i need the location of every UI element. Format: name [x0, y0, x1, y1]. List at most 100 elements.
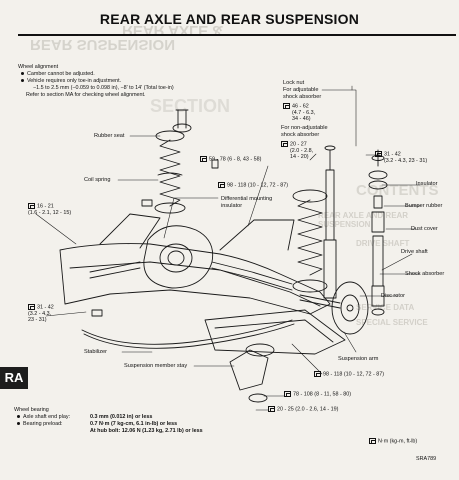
bolts — [91, 159, 219, 317]
torque-wrench-icon — [375, 151, 382, 158]
torque-5-detail-2: 34 - 46) — [292, 116, 311, 123]
torque-4-detail-1: (3.2 - 4.3, — [28, 310, 52, 317]
member-stay — [229, 343, 275, 403]
wheel-alignment-line-3: −1.5 to 2.5 mm (−0.059 to 0.098 in), −8'… — [33, 85, 174, 91]
torque-6-detail-2: 14 - 20) — [290, 154, 309, 161]
label-disc-rotor: Disc rotor — [381, 293, 405, 299]
torque-1: 59 - 78 (6 - 8, 43 - 58) — [200, 156, 261, 163]
torque-wrench-icon — [284, 391, 291, 398]
label-for-adjustable: For adjustable — [283, 87, 319, 93]
wheel-alignment-heading: Wheel alignment — [18, 64, 59, 70]
torque-9: 78 - 108 (8 - 11, 58 - 80) — [284, 391, 351, 398]
label-shock-absorber-nonadj: shock absorber — [281, 132, 320, 138]
torque-wrench-icon — [268, 406, 275, 413]
bleed-through-toc-4: SPECIAL SERVICE — [356, 318, 428, 327]
label-stabilizer: Stabilizer — [84, 349, 108, 355]
torque-2: 98 - 118 (10 - 12, 72 - 87) — [218, 182, 288, 189]
torque-4: 31 - 42(3.2 - 4.3,23 - 31) — [28, 304, 54, 324]
right-shock-assembly — [368, 149, 388, 316]
torque-wrench-icon — [283, 103, 290, 110]
bullet-icon — [17, 415, 20, 419]
label-shock-absorber-adj: shock absorber — [283, 94, 322, 100]
wheel-alignment-line-4: Refer to section MA for checking wheel a… — [26, 92, 146, 98]
bleed-through-toc-1: REAR AXLE AND REAR SUSPENSION — [318, 211, 409, 229]
wheel-alignment-line-1-text: Camber cannot be adjusted. — [27, 71, 95, 77]
wheel-alignment-line-1: Camber cannot be adjusted. — [21, 71, 95, 78]
torque-wrench-icon — [314, 371, 321, 378]
bleed-through-section: SECTION — [150, 96, 231, 116]
section-tab: RA — [0, 367, 28, 389]
label-rubber-seat: Rubber seat — [94, 133, 125, 139]
torque-wrench-icon — [218, 182, 225, 189]
torque-legend: N·m (kg-m, ft-lb) — [369, 438, 417, 445]
torque-8: 98 - 118 (10 - 12, 72 - 87) — [314, 371, 384, 378]
wheel-bearing-heading: Wheel bearing — [14, 407, 49, 413]
torque-4-detail-2: 23 - 31) — [28, 317, 47, 324]
torque-wrench-icon — [281, 141, 288, 148]
label-differential-mounting: Differential mounting — [221, 196, 273, 202]
center-coil-spring — [292, 189, 328, 293]
bleed-through-toc-3: SERVICE DATA — [356, 303, 415, 312]
label-shock-absorber: Shock absorber — [405, 271, 445, 277]
disc-rotor — [299, 281, 369, 335]
left-coil-spring — [154, 130, 186, 214]
torque-10-text: 20 - 25 (2.0 - 2.6, 14 - 19) — [277, 406, 339, 413]
wheel-bearing-row-2-value: 0.7 N·m (7 kg-cm, 6.1 in-lb) or less — [90, 421, 178, 427]
torque-10: 20 - 25 (2.0 - 2.6, 14 - 19) — [268, 406, 338, 413]
label-lock-nut: Lock nut — [283, 80, 305, 86]
page-title: REAR AXLE AND REAR SUSPENSION — [99, 11, 360, 27]
torque-3-value: 16 - 21 — [37, 203, 54, 210]
bullet-icon — [17, 422, 20, 426]
torque-wrench-icon — [28, 203, 35, 210]
label-bumper-rubber: Bumper rubber — [405, 203, 443, 209]
torque-wrench-icon — [28, 304, 35, 311]
figure-code: SRA789 — [416, 456, 437, 462]
wheel-bearing-row-1-label-text: Axle shaft end play: — [23, 414, 71, 420]
suspension-arm — [204, 309, 346, 355]
stabilizer-bar — [81, 319, 295, 349]
torque-5: 46 - 62(4.7 - 6.3,34 - 46) — [283, 103, 315, 123]
label-suspension-arm: Suspension arm — [338, 356, 379, 362]
label-coil-spring: Coil spring — [84, 177, 111, 183]
torque-7-detail: (3.2 - 4.3, 23 - 31) — [384, 157, 428, 164]
torque-3-detail: (1.6 - 2.1, 12 - 15) — [28, 209, 72, 216]
left-upper-insulator — [172, 109, 192, 133]
torque-wrench-icon — [369, 438, 376, 445]
torque-4-value: 31 - 42 — [37, 304, 54, 311]
label-for-non-adjustable: For non-adjustable — [281, 125, 328, 131]
torque-5-detail-1: (4.7 - 6.3, — [292, 109, 316, 116]
bullet-icon — [21, 79, 24, 83]
torque-8-text: 98 - 118 (10 - 12, 72 - 87) — [323, 371, 385, 378]
wheel-alignment-line-2: Vehicle requires only toe-in adjustment. — [21, 78, 121, 85]
torque-7-value: 31 - 42 — [384, 151, 401, 158]
torque-3: 16 - 21(1.6 - 2.1, 12 - 15) — [28, 203, 71, 216]
center-shock-absorber — [323, 145, 337, 299]
label-insulator: Insulator — [416, 181, 438, 187]
torque-6-value: 20 - 27 — [290, 141, 307, 148]
wheel-alignment-line-2-text: Vehicle requires only toe-in adjustment. — [27, 78, 122, 84]
label-dust-cover: Dust cover — [411, 226, 438, 232]
torque-5-value: 46 - 62 — [292, 103, 309, 110]
differential — [143, 225, 214, 289]
label-suspension-member-stay: Suspension member stay — [124, 363, 188, 369]
wheel-bearing-row-3-value: At hub bolt: 12.06 N (1.23 kg, 2.71 lb) … — [90, 428, 203, 434]
wheel-bearing-row-1-label: Axle shaft end play: — [17, 414, 70, 421]
torque-2-text: 98 - 118 (10 - 12, 72 - 87) — [227, 182, 289, 189]
wheel-bearing-row-1-value: 0.3 mm (0.012 in) or less — [90, 414, 153, 420]
torque-7: 31 - 42(3.2 - 4.3, 23 - 31) — [375, 151, 427, 164]
leader-lines — [35, 85, 421, 411]
label-drive-shaft: Drive shaft — [401, 249, 428, 255]
bullet-icon — [21, 72, 24, 76]
suspension-member — [59, 213, 331, 315]
torque-6-detail-1: (2.0 - 2.8, — [290, 147, 314, 154]
wheel-bearing-row-2-label: Bearing preload: — [17, 421, 63, 428]
bleed-through-contents: CONTENTS — [356, 182, 439, 199]
drive-shafts — [89, 261, 293, 291]
wheel-bearing-row-2-label-text: Bearing preload: — [23, 421, 63, 427]
torque-6: 20 - 27(2.0 - 2.8,14 - 20) — [281, 141, 313, 161]
torque-1-text: 59 - 78 (6 - 8, 43 - 58) — [209, 156, 262, 163]
label-differential-insulator: insulator — [221, 203, 243, 209]
torque-wrench-icon — [200, 156, 207, 163]
